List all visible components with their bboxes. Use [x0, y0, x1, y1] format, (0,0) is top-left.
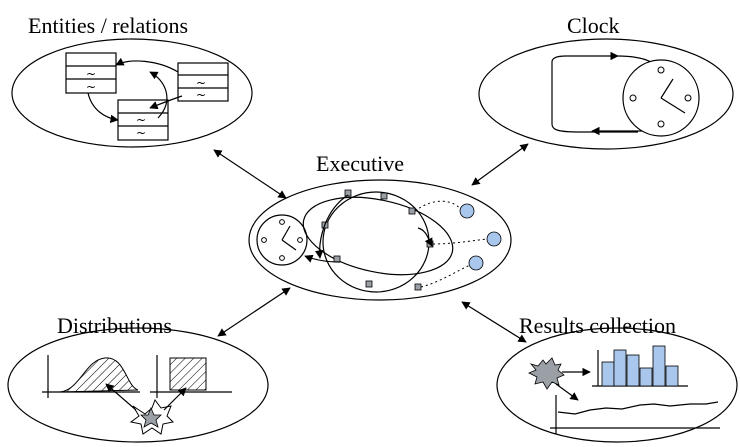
executive-label: Executive — [316, 151, 404, 176]
entities-executive-connector — [213, 149, 287, 199]
time-series-icon — [550, 395, 720, 434]
clock-icon — [256, 214, 308, 266]
event-loop-icon — [302, 189, 454, 293]
uniform-distribution-icon — [150, 355, 232, 398]
table-row-glyph: ~ — [196, 76, 206, 90]
results-executive-connector — [461, 301, 527, 343]
sampler-nodes — [414, 200, 502, 288]
distributions-module — [7, 327, 269, 443]
sample-arrow — [105, 383, 137, 411]
collect-arrow — [555, 383, 579, 401]
table-icon: ~ ~ — [177, 62, 229, 102]
results-collection-module — [496, 327, 738, 443]
table-row-glyph: ~ — [86, 80, 96, 94]
table-row-glyph: ~ — [196, 88, 206, 102]
event-burst-icon — [528, 357, 565, 390]
relation-arrow — [149, 95, 183, 110]
entities-relations-module: ~ ~ ~ ~ ~ ~ — [11, 38, 253, 148]
results-collection-label: Results collection — [519, 313, 676, 338]
table-icon: ~ ~ — [65, 52, 117, 94]
distribution-curve-icon — [42, 355, 140, 398]
table-row-glyph: ~ — [136, 113, 146, 127]
random-star-icon — [129, 398, 175, 435]
entities-relations-label: Entities / relations — [28, 13, 188, 38]
relation-arrow — [115, 57, 179, 73]
clock-cycle-arrow — [551, 51, 619, 63]
executive-module — [248, 179, 512, 301]
table-row-glyph: ~ — [136, 126, 146, 140]
sample-arrow — [163, 387, 187, 411]
distributions-label: Distributions — [57, 313, 172, 338]
clock-icon — [622, 59, 700, 137]
clock-executive-connector — [471, 143, 529, 186]
clock-module — [478, 38, 734, 150]
distributions-executive-connector — [217, 287, 291, 337]
clock-label: Clock — [567, 13, 620, 38]
table-icon: ~ ~ — [117, 99, 169, 141]
relation-arrow — [149, 71, 168, 119]
relation-arrow — [87, 92, 119, 123]
table-row-glyph: ~ — [86, 67, 96, 81]
bar-chart-icon — [592, 345, 688, 387]
